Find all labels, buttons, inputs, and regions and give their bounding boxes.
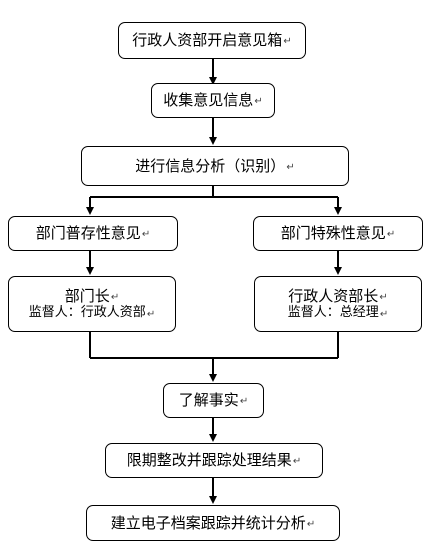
node-dept-head-title: 部门长 [64, 286, 110, 305]
paragraph-mark-icon: ↵ [254, 96, 263, 108]
node-analyze-information-label: 进行信息分析（识别） [135, 156, 286, 175]
node-dept-special-feedback: 部门特殊性意见↵ [253, 216, 423, 251]
paragraph-mark-icon: ↵ [110, 291, 120, 303]
node-dept-head-supervisor: 监督人：行政人资部 [28, 305, 146, 321]
paragraph-mark-icon: ↵ [239, 396, 249, 408]
node-understand-facts-label: 了解事实 [178, 391, 239, 410]
paragraph-mark-icon: ↵ [306, 518, 316, 530]
node-dept-common-feedback-label: 部门普存性意见 [35, 224, 141, 243]
node-understand-facts: 了解事实↵ [163, 383, 264, 418]
node-admin-hr-head: 行政人资部长↵ 监督人：总经理↵ [254, 276, 422, 332]
node-build-electronic-archive-label: 建立电子档案跟踪并统计分析 [110, 513, 306, 532]
node-analyze-information: 进行信息分析（识别）↵ [81, 146, 349, 186]
node-dept-special-feedback-label: 部门特殊性意见 [280, 224, 386, 243]
node-admin-hr-head-title: 行政人资部长 [288, 286, 379, 305]
paragraph-mark-icon: ↵ [146, 309, 156, 321]
paragraph-mark-icon: ↵ [283, 36, 292, 48]
node-open-suggestion-box-label: 行政人资部开启意见箱 [132, 31, 283, 50]
paragraph-mark-icon: ↵ [379, 291, 388, 303]
node-rectify-and-track-label: 限期整改并跟踪处理结果 [126, 451, 292, 470]
node-build-electronic-archive: 建立电子档案跟踪并统计分析↵ [86, 505, 340, 541]
paragraph-mark-icon: ↵ [292, 456, 302, 468]
node-admin-hr-head-supervisor: 监督人：总经理 [287, 305, 379, 321]
paragraph-mark-icon: ↵ [379, 309, 389, 321]
node-rectify-and-track: 限期整改并跟踪处理结果↵ [105, 443, 323, 478]
node-dept-head: 部门长↵ 监督人：行政人资部↵ [8, 276, 176, 332]
node-dept-common-feedback: 部门普存性意见↵ [8, 216, 178, 251]
paragraph-mark-icon: ↵ [386, 229, 396, 241]
paragraph-mark-icon: ↵ [141, 229, 151, 241]
node-open-suggestion-box: 行政人资部开启意见箱↵ [118, 22, 306, 59]
node-collect-feedback: 收集意见信息↵ [151, 83, 275, 118]
node-collect-feedback-label: 收集意见信息 [163, 91, 254, 110]
paragraph-mark-icon: ↵ [286, 161, 295, 173]
